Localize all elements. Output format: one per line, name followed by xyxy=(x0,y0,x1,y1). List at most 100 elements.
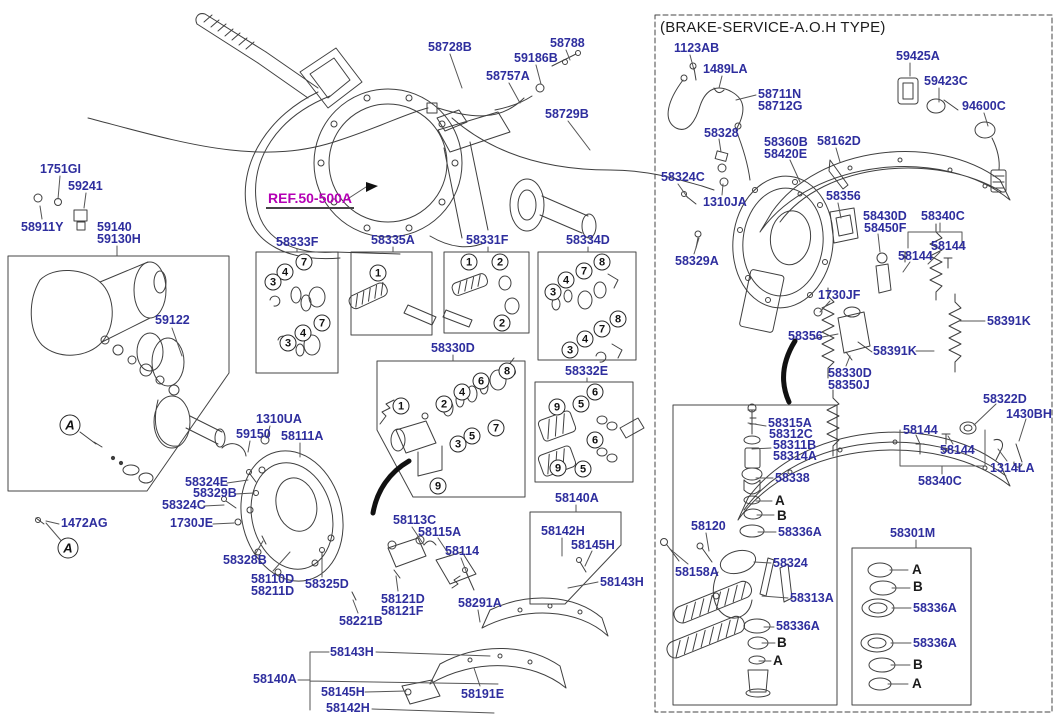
part-label: 59186B xyxy=(514,51,558,65)
part-label: 58340C xyxy=(918,474,962,488)
part-label: 59423C xyxy=(924,74,968,88)
part-label: 58729B xyxy=(545,107,589,121)
part-label: 58211D xyxy=(251,584,295,598)
ref-link[interactable]: REF.50-500A xyxy=(266,190,355,209)
part-label: 58115A xyxy=(418,525,462,539)
part-label: 58142H xyxy=(541,524,585,538)
brake-hose-art xyxy=(87,50,715,191)
part-label: 1310JA xyxy=(703,195,747,209)
callout-2: 2 xyxy=(491,253,509,271)
callout-8: 8 xyxy=(609,310,627,328)
part-label: A xyxy=(912,676,922,691)
callout-1: 1 xyxy=(369,264,387,282)
part-label: 58332E xyxy=(565,364,609,378)
part-label: 58336A xyxy=(913,601,957,615)
callout-6: 6 xyxy=(586,431,604,449)
callout-4: 4 xyxy=(576,330,594,348)
part-label: 58328B xyxy=(223,553,267,567)
part-label: 58324E xyxy=(185,475,229,489)
part-label: 58322D xyxy=(983,392,1027,406)
diagram-title: (BRAKE-SERVICE-A.O.H TYPE) xyxy=(660,19,886,36)
part-label: B xyxy=(913,657,923,672)
part-label: 58328 xyxy=(704,126,739,140)
callout-7: 7 xyxy=(575,262,593,280)
part-label: 59425A xyxy=(896,49,940,63)
callout-A: A xyxy=(57,537,79,559)
part-label: 58430D xyxy=(863,209,907,223)
part-label: 58350J xyxy=(828,378,870,392)
part-label: 58420E xyxy=(764,147,808,161)
part-label: 1430BH xyxy=(1006,407,1052,421)
part-label: B xyxy=(913,579,923,594)
part-label: 58325D xyxy=(305,577,349,591)
leader-lines xyxy=(39,49,1027,714)
part-label: 58221B xyxy=(339,614,383,628)
part-label: 58110D xyxy=(251,572,295,586)
callout-6: 6 xyxy=(586,383,604,401)
callout-4: 4 xyxy=(453,383,471,401)
ref-arrowhead xyxy=(366,182,378,192)
callout-8: 8 xyxy=(498,362,516,380)
callout-9: 9 xyxy=(429,477,447,495)
part-label: 58111A xyxy=(281,429,324,443)
part-label: 58336A xyxy=(913,636,957,650)
part-label: 58113C xyxy=(393,513,437,527)
part-label: 58356 xyxy=(788,329,823,343)
part-label: A xyxy=(775,493,785,508)
callout-5: 5 xyxy=(574,460,592,478)
callout-9: 9 xyxy=(549,459,567,477)
backing-plate-art xyxy=(240,450,477,601)
part-label: 58162D xyxy=(817,134,861,148)
part-label: 58312C xyxy=(769,427,813,441)
part-label: 58336A xyxy=(778,525,822,539)
part-label: 58712G xyxy=(758,99,803,113)
part-label: 58324 xyxy=(773,556,808,570)
part-label: 58313A xyxy=(790,591,834,605)
part-label: 58301M xyxy=(890,526,936,540)
callout-3: 3 xyxy=(544,283,562,301)
part-label: 59130H xyxy=(97,232,141,246)
part-label: 58114 xyxy=(445,544,480,558)
part-label: 1310UA xyxy=(256,412,302,426)
callout-8: 8 xyxy=(593,253,611,271)
callout-4: 4 xyxy=(557,271,575,289)
callout-2: 2 xyxy=(435,395,453,413)
part-label: 58911Y xyxy=(21,220,64,234)
part-label: 58338 xyxy=(775,471,810,485)
callout-5: 5 xyxy=(572,395,590,413)
callout-7: 7 xyxy=(487,419,505,437)
callout-3: 3 xyxy=(449,435,467,453)
part-label: 58144 xyxy=(940,443,975,457)
part-label: 58143H xyxy=(330,645,374,659)
part-label: 58711N xyxy=(758,87,802,101)
part-label: 58121D xyxy=(381,592,425,606)
callout-9: 9 xyxy=(548,398,566,416)
part-label: 58757A xyxy=(486,69,530,83)
brake-shoes-left-art xyxy=(401,539,753,705)
part-label: 58144 xyxy=(898,249,933,263)
part-label: 58191E xyxy=(461,687,505,701)
part-label: 58728B xyxy=(428,40,472,54)
part-label: 59150 xyxy=(236,427,271,441)
hardware-art xyxy=(35,435,325,563)
part-label: 1123AB xyxy=(674,41,720,55)
part-label: 58145H xyxy=(321,685,365,699)
part-label: 58340C xyxy=(921,209,965,223)
part-label: 58335A xyxy=(371,233,415,247)
part-label: 58142H xyxy=(326,701,370,715)
part-label: 59140 xyxy=(97,220,132,234)
repair-kits-art xyxy=(269,273,623,363)
part-label: 58314A xyxy=(773,449,817,463)
part-label: 58291A xyxy=(458,596,502,610)
part-label: A xyxy=(773,653,783,668)
part-label: 58331F xyxy=(466,233,509,247)
part-label: 58334D xyxy=(566,233,610,247)
group-boxes xyxy=(7,14,1053,713)
part-label: 58140A xyxy=(253,672,297,686)
part-label: 58324C xyxy=(661,170,705,184)
part-label: 58140A xyxy=(555,491,599,505)
part-label: A xyxy=(912,562,922,577)
part-label: 1472AG xyxy=(61,516,108,530)
